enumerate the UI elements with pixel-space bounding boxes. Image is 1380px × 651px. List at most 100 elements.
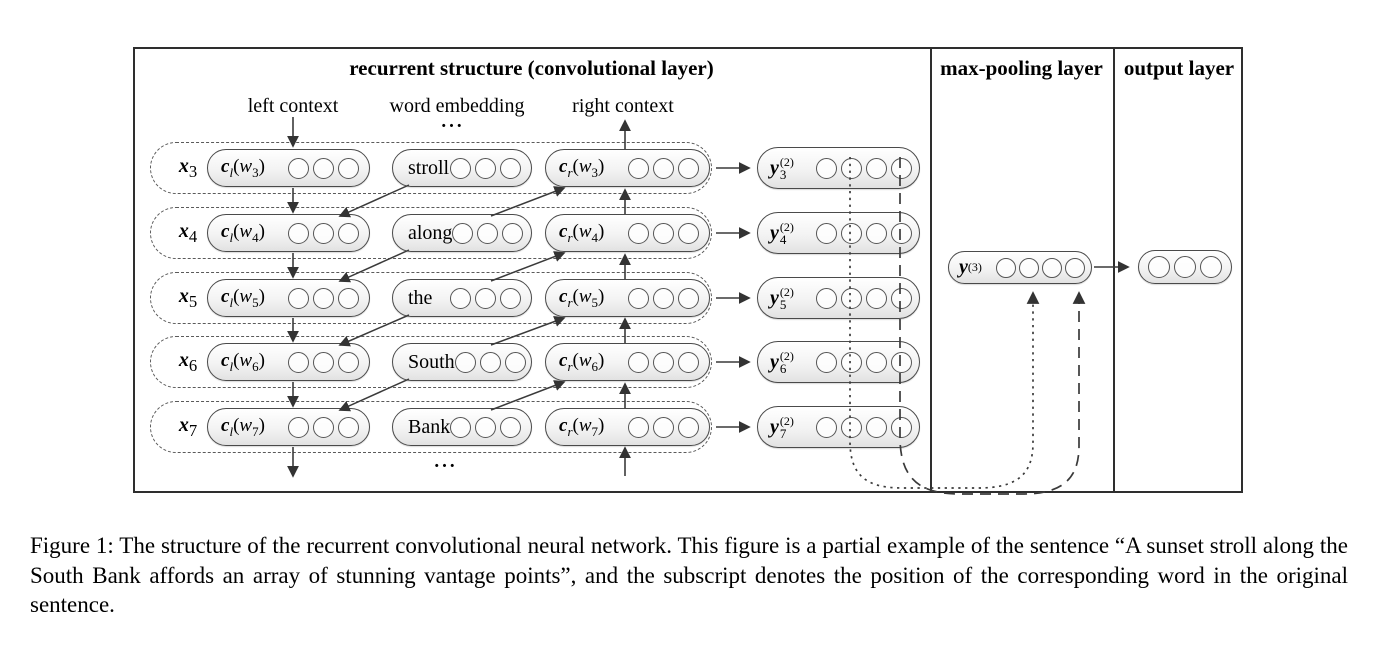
unit-circle [477,222,499,244]
unit-circles [1148,256,1222,278]
y2-label: y(2)7 [770,413,794,441]
unit-circle [288,351,309,373]
cl-label: cl(w7) [221,414,265,439]
unit-circle [891,287,912,309]
right-context-pill-x6: cr(w6) [545,343,710,381]
unit-circles [288,287,359,309]
recurrent-structure-title: recurrent structure (convolutional layer… [349,56,714,80]
unit-circle [841,157,862,179]
unit-circle [288,157,309,179]
unit-circles [816,222,912,244]
unit-circles [816,287,912,309]
unit-circle [653,287,674,309]
bottom-ellipsis: ... [434,451,458,472]
unit-circle [653,351,674,373]
unit-circle [338,351,359,373]
row-x5-label: x5 [178,285,198,311]
cr-label: cr(w4) [559,220,605,245]
unit-circle [288,222,309,244]
figure-frame [133,47,1243,493]
unit-circle [1174,256,1196,278]
y2-label: y(2)6 [770,348,794,376]
unit-circle [288,416,309,438]
unit-circles [628,351,699,373]
output-pill [1138,250,1232,284]
cr-label: cr(w5) [559,285,605,310]
left-context-pill-x3: cl(w3) [207,149,370,187]
maxpool-pill: y(3) [948,251,1092,284]
unit-circle [628,222,649,244]
unit-circle [891,351,912,373]
unit-circle [996,257,1016,278]
unit-circle [313,351,334,373]
unit-circles [288,157,359,179]
unit-circle [450,287,471,309]
divider-maxpool-output [1113,47,1115,493]
unit-circle [313,416,334,438]
unit-circle [338,287,359,309]
unit-circle [288,287,309,309]
row-x5-boundary [150,272,712,324]
unit-circle [891,416,912,438]
word-label: along [408,221,453,244]
y2-label: y(2)3 [770,154,794,182]
row-x7-label: x7 [178,414,198,440]
right-context-pill-x7: cr(w7) [545,408,710,446]
unit-circles [454,351,526,373]
left-context-pill-x4: cl(w4) [207,214,370,252]
word-label: stroll [408,156,450,179]
word-pill-x7: Bank [392,408,532,446]
unit-circle [500,416,522,438]
left-context-label: left context [247,95,339,117]
unit-circle [452,222,474,244]
cl-label: cl(w4) [221,220,265,245]
word-pill-x6: South [392,343,532,381]
unit-circle [475,416,497,438]
unit-circle [816,351,837,373]
word-label: the [408,286,433,309]
unit-circle [841,222,862,244]
unit-circle [500,287,521,309]
unit-circle [866,157,887,179]
maxpool-layer-title: max-pooling layer [940,56,1103,80]
unit-circle [678,157,699,179]
word-pill-x3: stroll [392,149,532,187]
unit-circle [1019,257,1039,278]
unit-circle [891,157,912,179]
word-pill-x4: along [392,214,532,252]
word-embedding-label: word embedding [389,95,525,117]
cr-label: cr(w7) [559,414,605,439]
cl-label: cl(w5) [221,285,265,310]
unit-circle [479,351,501,373]
y2-label: y(2)5 [770,284,794,312]
unit-circles [816,351,912,373]
row-x3-boundary [150,142,712,194]
y2-pill-x7: y(2)7 [757,406,920,448]
unit-circle [450,416,472,438]
unit-circle [475,157,496,179]
unit-circle [841,287,862,309]
unit-circle [678,287,699,309]
right-context-pill-x3: cr(w3) [545,149,710,187]
row-x7-boundary [150,401,712,453]
x-subscript: 3 [188,162,198,181]
unit-circles [816,416,912,438]
unit-circle [628,157,649,179]
unit-circles [996,257,1085,278]
left-context-pill-x7: cl(w7) [207,408,370,446]
unit-circles [628,287,699,309]
cl-label: cl(w6) [221,349,265,374]
unit-circle [1042,257,1062,278]
top-ellipsis: ... [441,111,465,132]
unit-circles [628,222,699,244]
word-label: South [408,350,455,373]
unit-circle [1148,256,1170,278]
y2-pill-x5: y(2)5 [757,277,920,319]
unit-circle [891,222,912,244]
unit-circles [450,157,521,179]
y2-label: y(2)4 [770,219,794,247]
unit-circles [628,157,699,179]
row-x6-label: x6 [178,349,198,375]
cl-label: cl(w3) [221,155,265,180]
unit-circle [313,157,334,179]
